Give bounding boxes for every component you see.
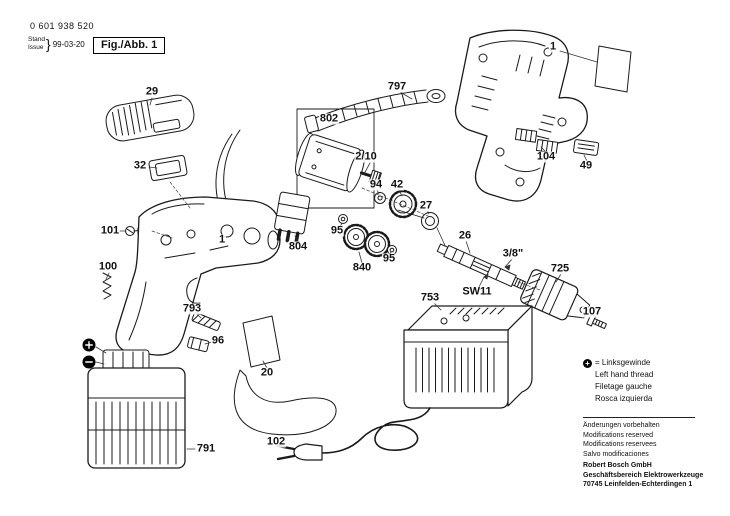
part-label-802-11: 802 [318, 112, 340, 125]
cover-plate-49 [573, 139, 600, 156]
thread-legend: + = Linksgewinde Left hand thread Fileta… [583, 357, 653, 405]
assembly-dashed-lines [151, 181, 541, 291]
drill-housing-right [454, 29, 588, 202]
modules-104 [514, 128, 559, 154]
part-label-sw11-21: SW11 [461, 285, 493, 298]
battery-plus-icon [82, 338, 96, 352]
part-label-725-22: 725 [549, 262, 571, 275]
gear-42 [388, 189, 418, 219]
part-label-1-26: 1 [548, 40, 558, 53]
part-label-210-12: 2/10 [354, 150, 378, 163]
switch-button [148, 155, 188, 181]
notes-divider [583, 417, 695, 418]
power-plug-icon [276, 443, 323, 461]
battery-pack [87, 349, 186, 469]
legend-line-es: Rosca izquierda [595, 394, 653, 403]
modification-notes: Änderungen vorbehalten Modifications res… [583, 421, 660, 459]
document-part-number: 0 601 938 520 [30, 21, 95, 31]
part-label-104-27: 104 [535, 150, 557, 163]
gear-train [338, 189, 449, 258]
gearbox-bracket-804 [274, 191, 311, 244]
part-label-38-20: 3/8" [501, 247, 525, 260]
power-cord [276, 407, 431, 461]
note-line-es: Salvo modificaciones [583, 450, 649, 458]
part-label-94-13: 94 [368, 178, 384, 191]
legend-line-fr: Filetage gauche [595, 382, 652, 391]
spring-100 [102, 272, 112, 300]
note-line-de: Änderungen vorbehalten [583, 422, 660, 429]
part-label-32-1: 32 [132, 159, 148, 172]
company-city: 70745 Leinfelden-Echterdingen 1 [583, 481, 693, 488]
stand-label: Stand [28, 36, 45, 43]
part-label-1-4: 1 [217, 233, 227, 246]
clip-96 [187, 336, 210, 353]
carry-strap-797 [304, 89, 446, 134]
part-label-96-6: 96 [210, 334, 226, 347]
spindle-shaft-26 [436, 243, 526, 290]
washer-95-a [338, 214, 348, 224]
part-label-100-3: 100 [97, 260, 119, 273]
part-label-793-5: 793 [181, 302, 203, 315]
motor [294, 132, 382, 193]
brace-glyph: } [46, 36, 51, 52]
part-label-797-25: 797 [386, 80, 408, 93]
part-label-49-28: 49 [578, 159, 594, 172]
part-label-27-18: 27 [418, 199, 434, 212]
leader-lines [95, 50, 598, 450]
note-line-fr: Modifications reservees [583, 441, 657, 448]
legend-line-en: Left hand thread [595, 370, 654, 379]
wire-bail-102 [233, 369, 337, 436]
label-sheet-20 [242, 315, 281, 368]
part-label-42-14: 42 [389, 178, 405, 191]
part-label-26-19: 26 [457, 229, 473, 242]
issue-date: 99-03-20 [52, 39, 85, 49]
drill-housing-left [115, 196, 281, 356]
part-label-101-2: 101 [99, 224, 121, 237]
bearing-27 [421, 212, 439, 230]
battery-minus-icon [82, 355, 96, 369]
company-address: Robert Bosch GmbH Geschäftsbereich Elekt… [583, 461, 703, 490]
part-label-840-16: 840 [351, 261, 373, 274]
part-label-791-9: 791 [195, 442, 217, 455]
issue-block: Stand Issue } 99-03-20 [28, 36, 85, 52]
figure-label-box: Fig./Abb. 1 [93, 37, 166, 54]
nameplate-sticker [594, 45, 632, 93]
left-hand-thread-icon: + [583, 358, 592, 368]
legend-line-de: = Linksgewinde [595, 358, 651, 367]
part-label-107-23: 107 [581, 305, 603, 318]
part-label-20-7: 20 [259, 366, 275, 379]
charger-753 [403, 305, 533, 409]
gear-cluster-840 [342, 223, 391, 258]
part-label-95-15: 95 [329, 224, 345, 237]
issue-label: Issue [28, 44, 44, 51]
company-name: Robert Bosch GmbH [583, 462, 652, 469]
lever-793 [191, 312, 221, 331]
part-label-95-17: 95 [381, 252, 397, 265]
part-label-102-8: 102 [265, 435, 287, 448]
note-line-en: Modifications reserved [583, 431, 654, 439]
part-label-804-10: 804 [287, 240, 309, 253]
company-division: Geschäftsbereich Elektrowerkzeuge [583, 471, 704, 479]
motor-cover [105, 94, 195, 142]
part-label-753-24: 753 [419, 291, 441, 304]
part-label-29-0: 29 [144, 85, 160, 98]
